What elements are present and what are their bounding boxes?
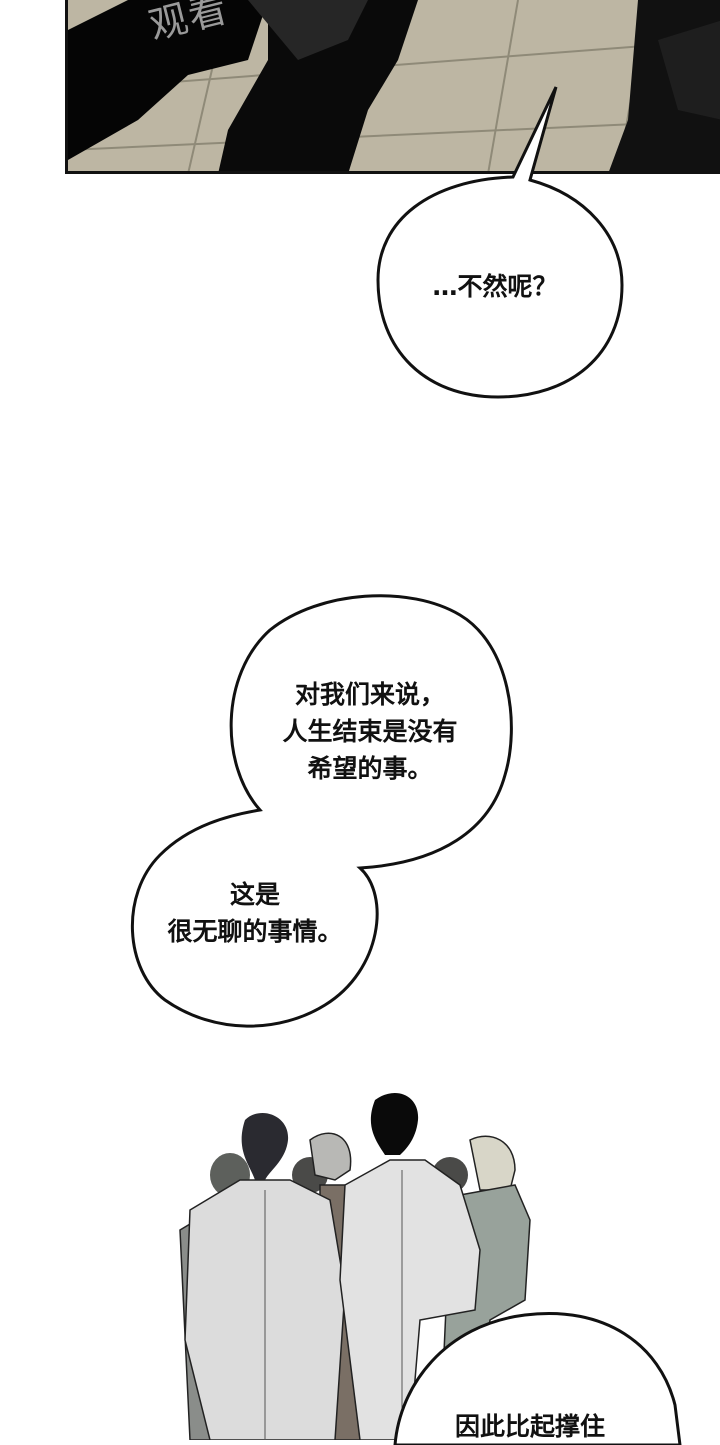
- doctors-group-art: [179, 1092, 531, 1441]
- bubble-1-line-1: …不然呢？: [432, 272, 558, 301]
- bubble-3-line-2: 很无聊的事情。: [167, 917, 343, 946]
- bubble-3-line-1: 这是: [229, 880, 280, 909]
- top-panel: 观看: [65, 0, 720, 174]
- bubble-2-line-3: 希望的事。: [307, 754, 433, 783]
- top-panel-art: [68, 0, 720, 171]
- speech-bubble-2-3-shape: [131, 594, 513, 1028]
- bubble-4-line-1: 因此比起撑住: [454, 1412, 605, 1441]
- bubble-2-line-1: 对我们来说，: [294, 680, 445, 709]
- speech-bubble-4: 因此比起撑住: [430, 1408, 630, 1445]
- speech-bubble-2: 对我们来说， 人生结束是没有 希望的事。: [255, 676, 485, 787]
- speech-bubble-4-shape: [393, 1312, 682, 1445]
- speech-bubble-1: …不然呢？: [420, 268, 570, 305]
- speech-bubble-1-shape: [376, 86, 624, 399]
- speech-bubble-3: 这是 很无聊的事情。: [140, 876, 370, 950]
- bottom-panel: [170, 1080, 550, 1441]
- bubble-2-line-2: 人生结束是没有: [282, 717, 458, 746]
